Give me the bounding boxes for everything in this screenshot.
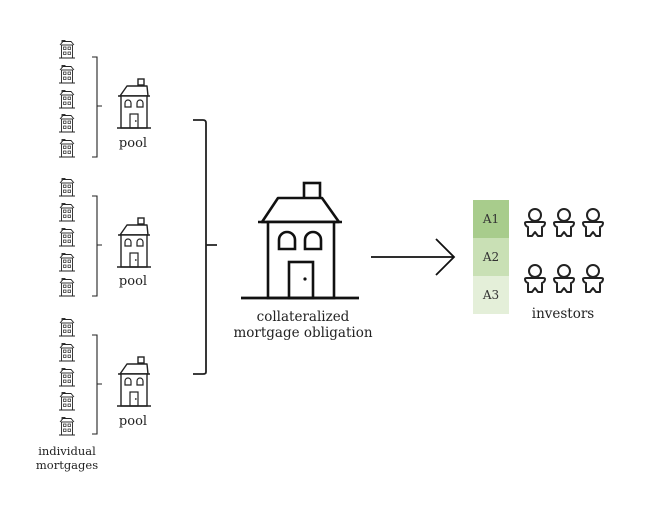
- house-icon: [116, 78, 152, 129]
- house-icon: [116, 356, 152, 407]
- mortgage-group-1: [58, 40, 152, 158]
- building-icon: [58, 278, 76, 297]
- building-icon: [58, 417, 76, 436]
- mortgage-group-3: [58, 318, 152, 436]
- group-bracket: [92, 195, 102, 297]
- group-bracket: [92, 56, 102, 158]
- tranche-a2: A2: [473, 238, 509, 276]
- pool-bracket: [193, 119, 217, 375]
- building-icon: [58, 114, 76, 133]
- investors-group: [524, 208, 604, 293]
- individual-label-line1: individual: [38, 444, 96, 458]
- cmo-label-line2: mortgage obligation: [233, 325, 373, 341]
- person-icon: [524, 264, 546, 293]
- building-icon: [58, 343, 76, 362]
- individual-label-line2: mortgages: [35, 458, 99, 472]
- building-icon: [58, 368, 76, 387]
- building-icon: [58, 40, 76, 59]
- mortgage-group-2: [58, 178, 152, 297]
- cmo-house-icon: [241, 181, 359, 300]
- tranche-a1: A1: [473, 200, 509, 238]
- tranche-label: A3: [482, 288, 500, 302]
- tranche-a3: A3: [473, 276, 509, 314]
- tranche-label: A2: [482, 250, 500, 264]
- group-bracket: [92, 334, 102, 435]
- cmo-label-line1: collateralized: [256, 309, 350, 325]
- pool-label: pool: [118, 274, 148, 289]
- pool-label: pool: [118, 414, 148, 429]
- building-icon: [58, 65, 76, 84]
- person-icon: [582, 264, 604, 293]
- building-icon: [58, 178, 76, 197]
- building-icon: [58, 203, 76, 222]
- building-icon: [58, 139, 76, 158]
- individual-mortgages-label: individual mortgages: [27, 444, 107, 472]
- building-icon: [58, 318, 76, 337]
- person-icon: [524, 208, 546, 237]
- building-icon: [58, 228, 76, 247]
- tranche-label: A1: [482, 212, 500, 226]
- building-icon: [58, 253, 76, 272]
- building-icon: [58, 90, 76, 109]
- person-icon: [553, 208, 575, 237]
- investors-label: investors: [531, 306, 595, 322]
- building-icon: [58, 392, 76, 411]
- person-icon: [582, 208, 604, 237]
- person-icon: [553, 264, 575, 293]
- house-icon: [116, 217, 152, 268]
- arrow-right-icon: [371, 238, 456, 276]
- cmo-label: collateralized mortgage obligation: [223, 309, 383, 341]
- pool-label: pool: [118, 136, 148, 151]
